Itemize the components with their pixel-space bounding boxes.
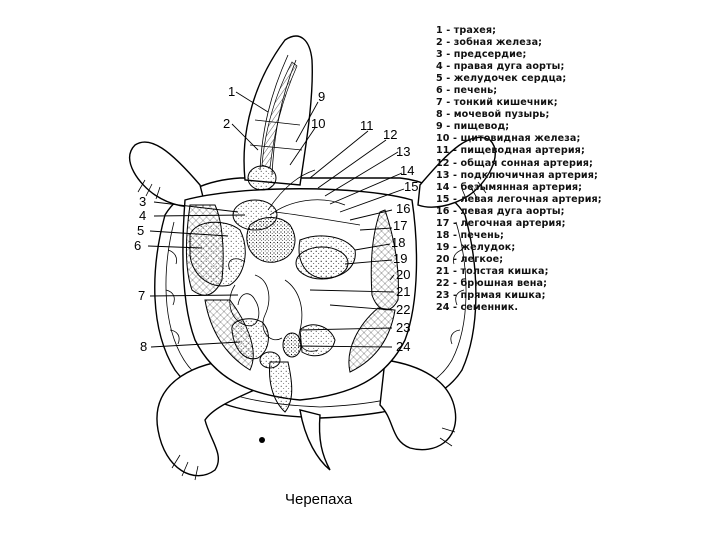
callout-labels: 1 2 3 4 5 6 7 8 9 10 11 12 13 14 15 16 1… [134,84,418,354]
callout-17: 17 [393,218,407,233]
stomach [295,246,349,280]
legend-item: 14 - безымянная артерия; [436,181,583,193]
callout-22: 22 [396,302,410,317]
callout-1: 1 [228,84,235,99]
leader-lines [147,91,405,348]
callout-6: 6 [134,238,141,253]
legend-item: 10 - щитовидная железа; [436,133,581,145]
hind-legs [156,359,457,481]
callout-24: 24 [396,339,410,354]
legend-item: 1 - трахея; [436,25,497,36]
callout-9: 9 [318,89,325,104]
callout-10: 10 [311,116,325,131]
legend: 1 - трахея; 2 - зобная железа; 3 - предс… [436,25,706,314]
legend-item: 17 - легочная артерия; [436,217,566,229]
front-legs [129,136,496,208]
legend-item: 2 - зобная железа; [436,37,543,49]
legend-item: 21 - толстая кишка; [436,265,549,277]
callout-5: 5 [137,223,144,238]
legend-item: 20 - легкое; [436,253,504,265]
pelvic-organs [231,318,302,413]
callout-11: 11 [360,118,374,133]
callout-3: 3 [139,194,146,209]
callout-16: 16 [396,201,410,216]
callout-4: 4 [139,208,146,223]
heart [232,165,361,263]
legend-item: 22 - брюшная вена; [436,277,548,289]
legend-item: 9 - пищевод; [436,121,510,133]
legend-item: 5 - желудочек сердца; [436,73,567,85]
callout-12: 12 [383,127,397,142]
legend-item: 12 - общая сонная артерия; [436,157,593,169]
legend-item: 24 - семенник. [436,302,519,314]
legend-item: 3 - предсердие; [436,49,527,61]
callout-21: 21 [396,284,410,299]
legend-item: 19 - желудок; [436,241,516,253]
callout-20: 20 [396,267,410,282]
legend-item: 7 - тонкий кишечник; [436,97,558,109]
callout-13: 13 [396,144,410,159]
legend-item: 18 - печень; [436,229,504,241]
callout-2: 2 [223,116,230,131]
legend-item: 4 - правая дуга аорты; [436,61,565,73]
legend-item: 13 - подключичная артерия; [436,169,598,181]
legend-item: 23 - прямая кишка; [436,290,546,302]
callout-23: 23 [396,320,410,335]
legend-item: 11 - пищеводная артерия; [436,145,585,157]
legend-item: 15 - левая легочная артерия; [436,193,602,205]
legend-item: 8 - мочевой пузырь; [436,109,550,121]
figure-caption: Черепаха [285,491,353,508]
callout-14: 14 [400,163,414,178]
callout-18: 18 [391,235,405,250]
callout-7: 7 [138,288,145,303]
legend-item: 6 - печень; [436,85,498,97]
intestines [228,258,336,357]
neck-head [243,35,313,186]
callout-19: 19 [393,251,407,266]
legend-item: 16 - левая дуга аорты; [436,205,565,217]
callout-15: 15 [404,179,418,194]
callout-8: 8 [140,339,147,354]
